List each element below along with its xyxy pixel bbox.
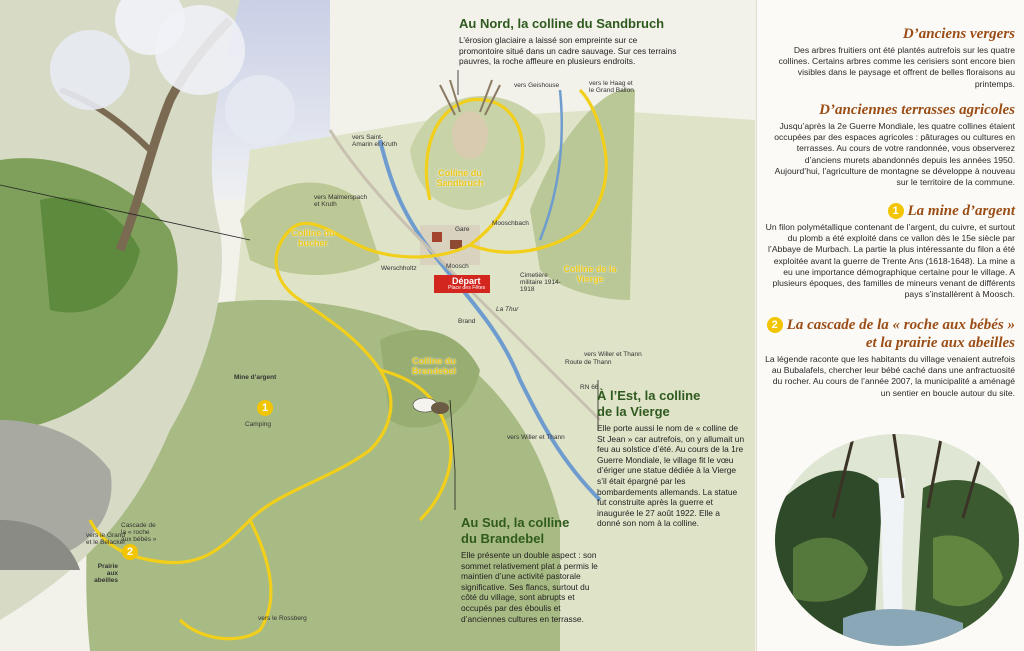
callout-sud: Au Sud, la colline du Brandebel Elle pré… [461, 515, 601, 624]
section-terrasses: D’anciennes terrasses agricoles Jusqu’ap… [763, 102, 1015, 188]
vierge-hill [530, 88, 635, 301]
callout-sud-text: Elle présente un double aspect : son som… [461, 550, 598, 624]
mine-title: La mine d’argent [907, 203, 1016, 219]
bucher-hill [240, 182, 380, 275]
depart-title: Départ [452, 276, 481, 286]
place-mine: Mine d’argent [234, 374, 277, 381]
place-thur: La Thur [496, 306, 519, 313]
hill-label-vierge: Colline de la Vierge [563, 264, 617, 284]
vergers-title: D’anciens vergers [902, 26, 1015, 42]
hill-label-sandbruch: Colline du Sandbruch [436, 168, 484, 188]
place-camping: Camping [245, 421, 272, 428]
terrasses-title: D’anciennes terrasses agricoles [819, 102, 1015, 118]
map-illustration [0, 0, 755, 651]
section-vergers: D’anciens vergers Des arbres fruitiers o… [767, 26, 1015, 90]
cascade-text: La légende raconte que les habitants du … [765, 354, 1015, 398]
cascade-title: La cascade de la « roche aux bébés » et … [786, 317, 1015, 351]
place-brand: Brand [458, 318, 476, 325]
cascade-number-badge: 2 [766, 317, 783, 333]
river-thur [378, 139, 602, 502]
place-werschholtz: Werschholtz [381, 265, 417, 272]
mine-number-badge: 1 [887, 203, 904, 219]
callout-sud-title-1: Au Sud, la colline [461, 515, 570, 530]
callout-nord: Au Nord, la colline du Sandbruch L’érosi… [459, 16, 679, 67]
place-grand: vers le Grand et le Belacker [86, 532, 126, 546]
depart-subtitle: Place des Fêtes [448, 285, 486, 291]
hill-label-bucher: Colline du bucher [291, 228, 335, 248]
hiking-trail [88, 97, 525, 565]
deer-illustration [452, 111, 488, 159]
marker-2: 2 [122, 544, 138, 560]
waterfall-illustration [775, 434, 1019, 646]
callout-est-title-1: À l’Est, la colline [597, 388, 701, 403]
place-malmerspach: vers Malmerspach et Kruth [314, 194, 368, 208]
callout-nord-text: L’érosion glaciaire a laissé son emprein… [459, 35, 677, 67]
mine-text: Un filon polymétallique contenant de l’a… [765, 222, 1015, 300]
place-willer-1: vers Willer et Thann [584, 351, 642, 358]
callout-est: À l’Est, la colline de la Vierge Elle po… [597, 388, 745, 529]
marker-1: 1 [257, 400, 273, 416]
callout-nord-title: Au Nord, la colline du Sandbruch [459, 16, 665, 31]
place-mooschbach: Mooschbach [492, 220, 529, 227]
place-st-amarin: vers Saint-Amarin et Kruth [352, 134, 398, 148]
place-rossberg: vers le Rossberg [258, 615, 307, 622]
depart-marker: Départ Place des Fêtes [434, 275, 490, 293]
illustrated-map: Au Nord, la colline du Sandbruch L’érosi… [0, 0, 755, 651]
place-haag: vers le Haag et le Grand Ballon [589, 80, 634, 94]
place-route-thann: Route de Thann [565, 359, 612, 366]
callout-sud-title-2: du Brandebel [461, 531, 545, 546]
place-geishouse: vers Geishouse [514, 82, 560, 89]
vergers-text: Des arbres fruitiers ont été plantés aut… [778, 45, 1015, 89]
callout-est-title-2: de la Vierge [597, 404, 670, 419]
terrasses-text: Jusqu’après la 2e Guerre Mondiale, les q… [774, 121, 1015, 188]
place-cimetiere: Cimetière militaire 1914-1918 [520, 272, 561, 293]
info-panel: D’anciens vergers Des arbres fruitiers o… [756, 0, 1024, 651]
place-gare: Gare [455, 226, 470, 233]
place-cascade: Cascade de la « roche aux bébés » [121, 522, 157, 543]
hill-label-brandebel: Colline du Brandebel [411, 356, 456, 376]
place-prairie: Prairie aux abeilles [94, 563, 118, 584]
callout-est-text: Elle porte aussi le nom de « colline de … [597, 423, 745, 529]
place-rn66: RN 66 [580, 384, 599, 391]
place-moosch: Moosch [446, 263, 469, 270]
place-willer-2: vers Willer et Thann [507, 434, 565, 441]
